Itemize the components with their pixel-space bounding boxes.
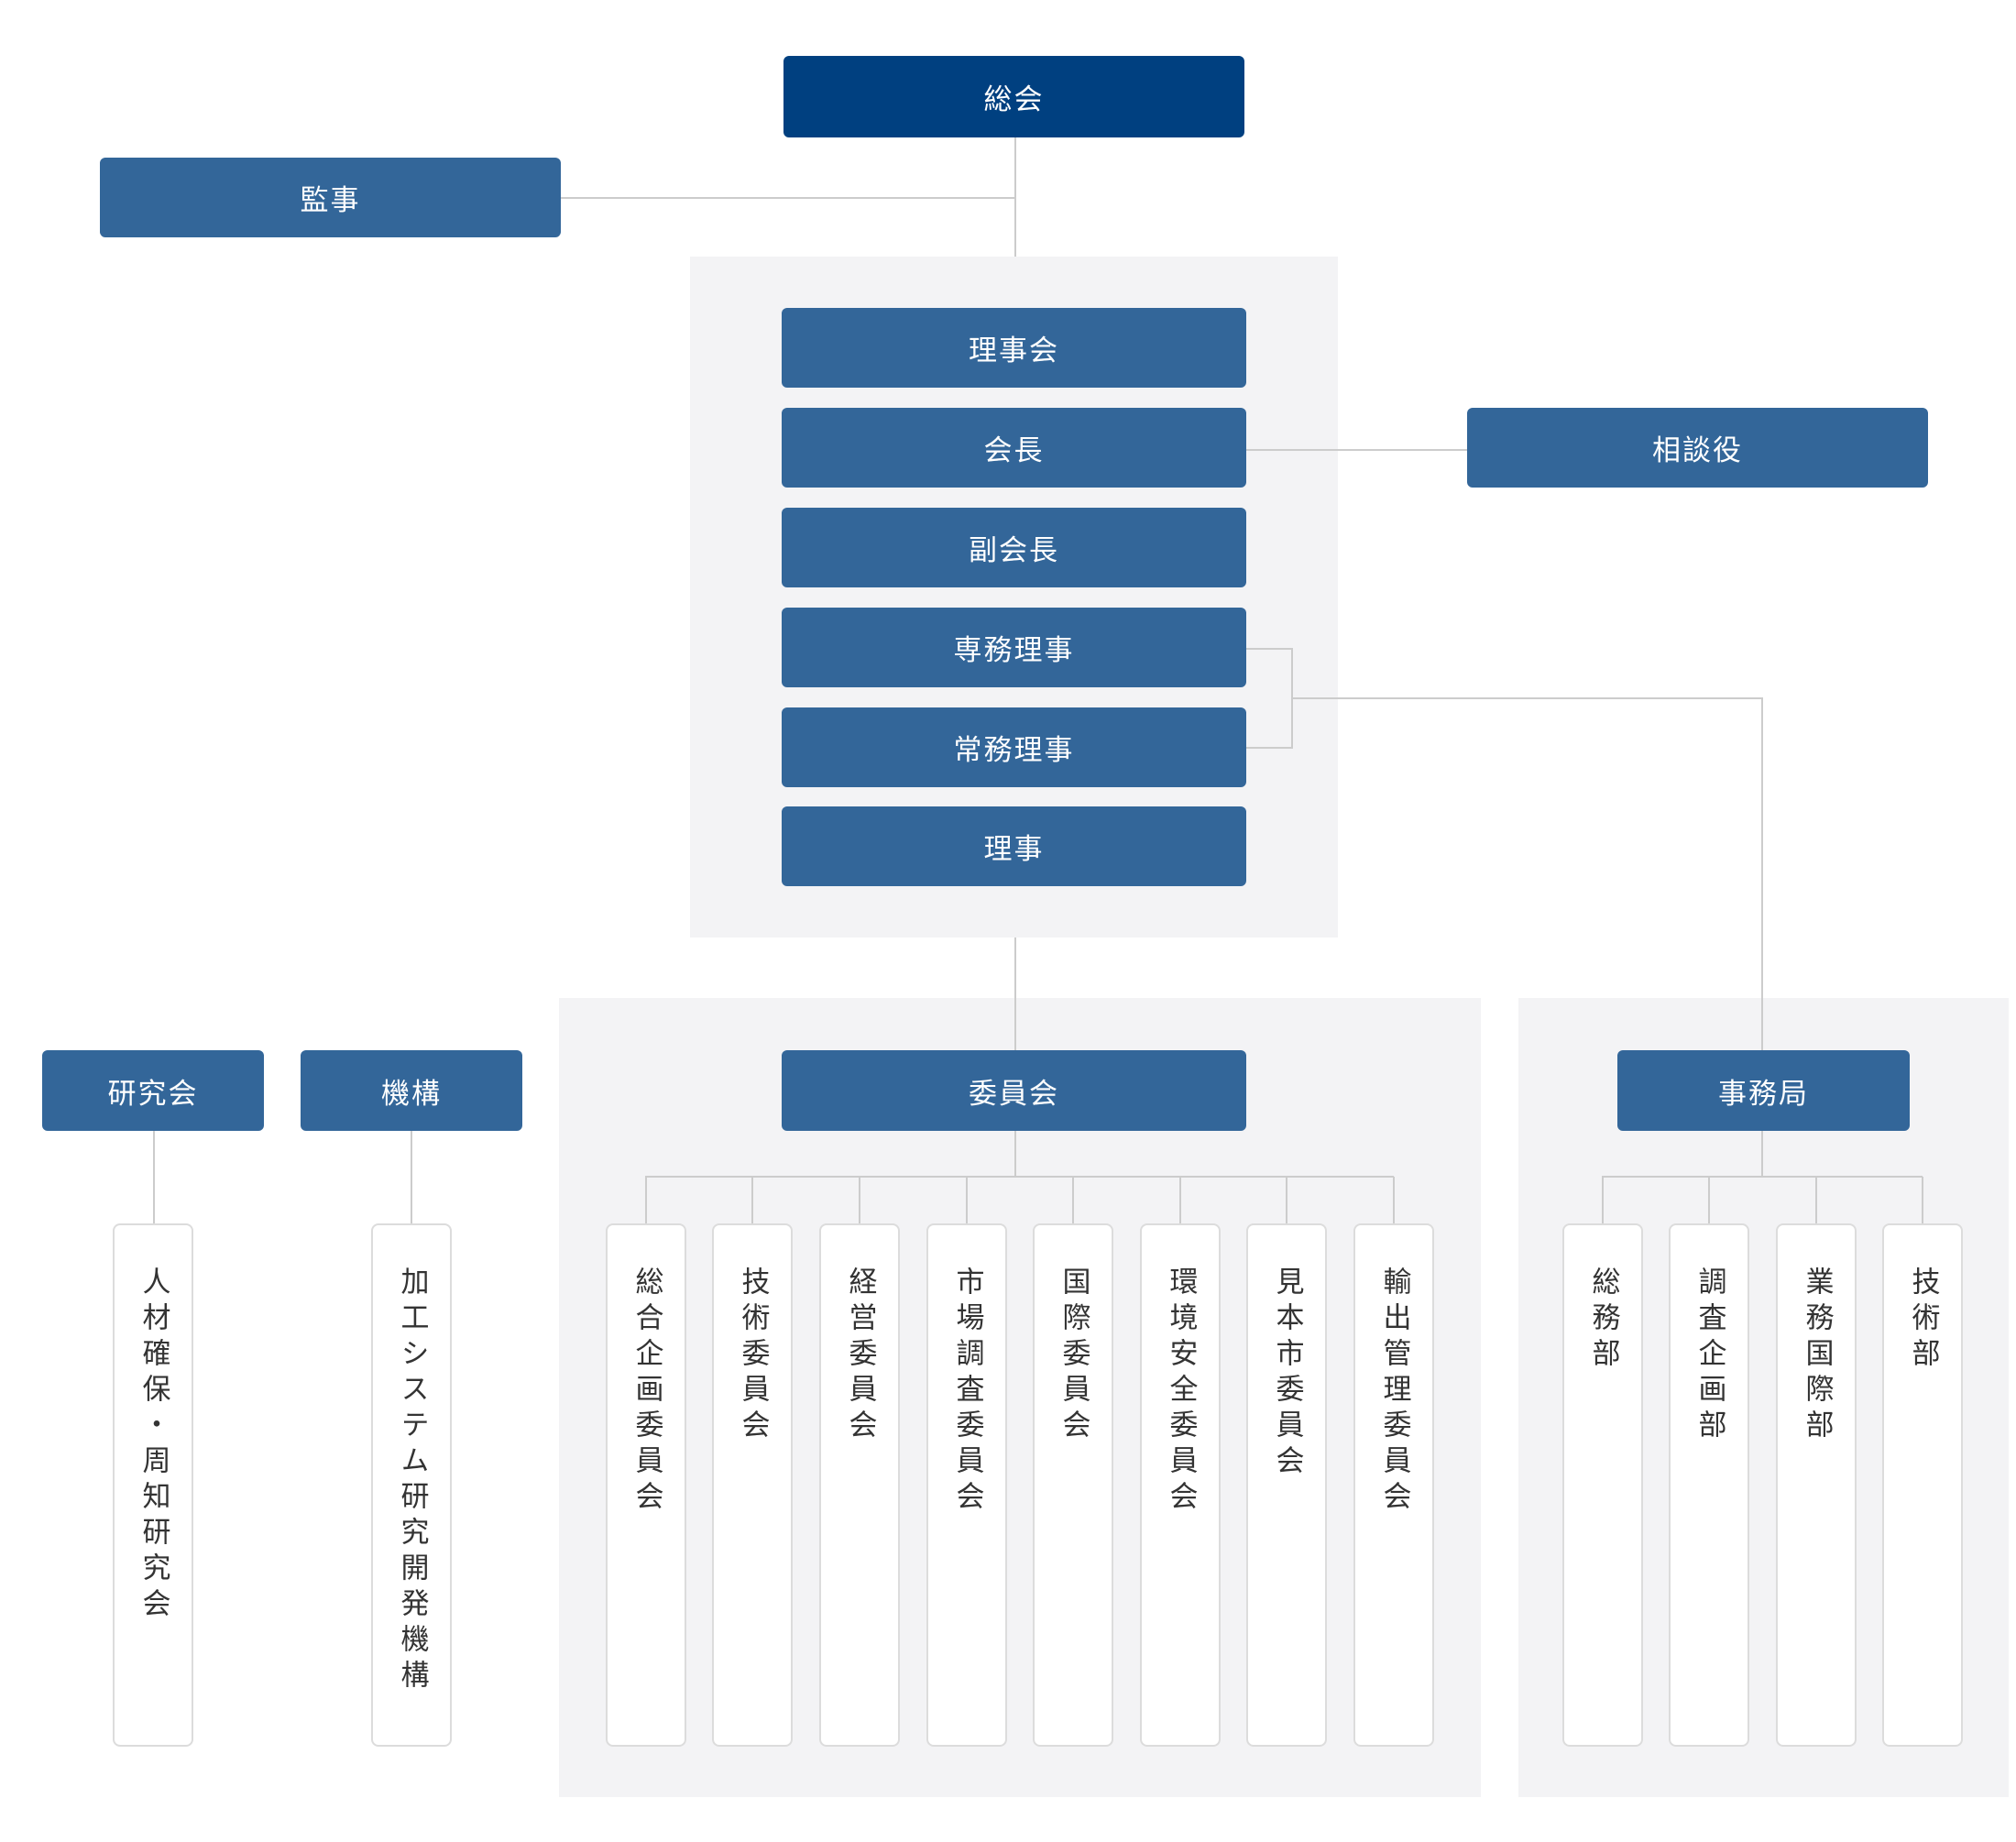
connector-line <box>645 1176 1394 1178</box>
connector-line <box>966 1177 968 1224</box>
connector-line <box>1815 1177 1817 1224</box>
committee-item-label: 輸出管理委員会 <box>1377 1266 1411 1517</box>
committee-item: 市場調査委員会 <box>926 1223 1007 1747</box>
connector-line <box>411 1130 412 1224</box>
research-group-sub-box: 人材確保・周知研究会 <box>113 1223 193 1747</box>
department-item: 調査企画部 <box>1669 1223 1749 1747</box>
department-item-label: 総務部 <box>1586 1266 1620 1374</box>
department-item-label: 技術部 <box>1906 1266 1940 1374</box>
connector-line <box>859 1177 860 1224</box>
committee-item: 技術委員会 <box>712 1223 793 1747</box>
auditor-box: 監事 <box>100 158 561 237</box>
connector-line <box>1393 1177 1395 1224</box>
connector-line <box>1246 648 1292 650</box>
connector-line <box>1602 1176 1923 1178</box>
connector-line <box>1286 1177 1287 1224</box>
research-group-sub-label: 人材確保・周知研究会 <box>137 1266 170 1624</box>
committee-item-label: 経営委員会 <box>843 1266 877 1445</box>
connector-line <box>1179 1177 1181 1224</box>
committee-item-label: 総合企画委員会 <box>630 1266 663 1517</box>
organization-sub-label: 加工システム研究開発機構 <box>395 1266 429 1695</box>
connector-line <box>1922 1177 1923 1224</box>
committees-box: 委員会 <box>782 1050 1246 1131</box>
managing-director-box: 常務理事 <box>782 707 1246 787</box>
committee-item: 環境安全委員会 <box>1140 1223 1221 1747</box>
connector-line <box>1708 1177 1710 1224</box>
connector-line <box>1072 1177 1074 1224</box>
connector-line <box>153 1130 155 1224</box>
director-box: 理事 <box>782 806 1246 886</box>
committee-item-label: 環境安全委員会 <box>1164 1266 1198 1517</box>
board-of-directors-box: 理事会 <box>782 308 1246 388</box>
secretariat-box: 事務局 <box>1617 1050 1910 1131</box>
committee-item-label: 技術委員会 <box>736 1266 770 1445</box>
organization-box: 機構 <box>301 1050 522 1131</box>
connector-line <box>1014 1130 1016 1177</box>
chairman-box: 会長 <box>782 408 1246 488</box>
vice-chairman-box: 副会長 <box>782 508 1246 587</box>
committee-item-label: 市場調査委員会 <box>950 1266 984 1517</box>
connector-line <box>1291 697 1763 699</box>
connector-line <box>1761 697 1763 1051</box>
research-group-box: 研究会 <box>42 1050 264 1131</box>
committee-item: 輸出管理委員会 <box>1353 1223 1434 1747</box>
department-item: 業務国際部 <box>1776 1223 1857 1747</box>
committee-item-label: 見本市委員会 <box>1270 1266 1304 1481</box>
organization-sub-box: 加工システム研究開発機構 <box>371 1223 452 1747</box>
committee-item: 見本市委員会 <box>1246 1223 1327 1747</box>
committee-item: 経営委員会 <box>819 1223 900 1747</box>
connector-line <box>1014 136 1016 257</box>
committee-item-label: 国際委員会 <box>1057 1266 1090 1445</box>
department-item-label: 調査企画部 <box>1693 1266 1726 1445</box>
connector-line <box>1246 449 1468 451</box>
connector-line <box>751 1177 753 1224</box>
department-item: 総務部 <box>1562 1223 1643 1747</box>
senior-managing-director-box: 専務理事 <box>782 608 1246 687</box>
department-item-label: 業務国際部 <box>1800 1266 1834 1445</box>
connector-line <box>1014 937 1016 1051</box>
general-assembly-box: 総会 <box>783 56 1244 137</box>
advisor-box: 相談役 <box>1467 408 1928 488</box>
connector-line <box>560 197 1015 199</box>
department-item: 技術部 <box>1882 1223 1963 1747</box>
connector-line <box>1246 747 1292 749</box>
committee-item: 総合企画委員会 <box>606 1223 686 1747</box>
connector-line <box>1602 1177 1604 1224</box>
connector-line <box>645 1177 647 1224</box>
connector-line <box>1761 1130 1763 1177</box>
committee-item: 国際委員会 <box>1033 1223 1113 1747</box>
